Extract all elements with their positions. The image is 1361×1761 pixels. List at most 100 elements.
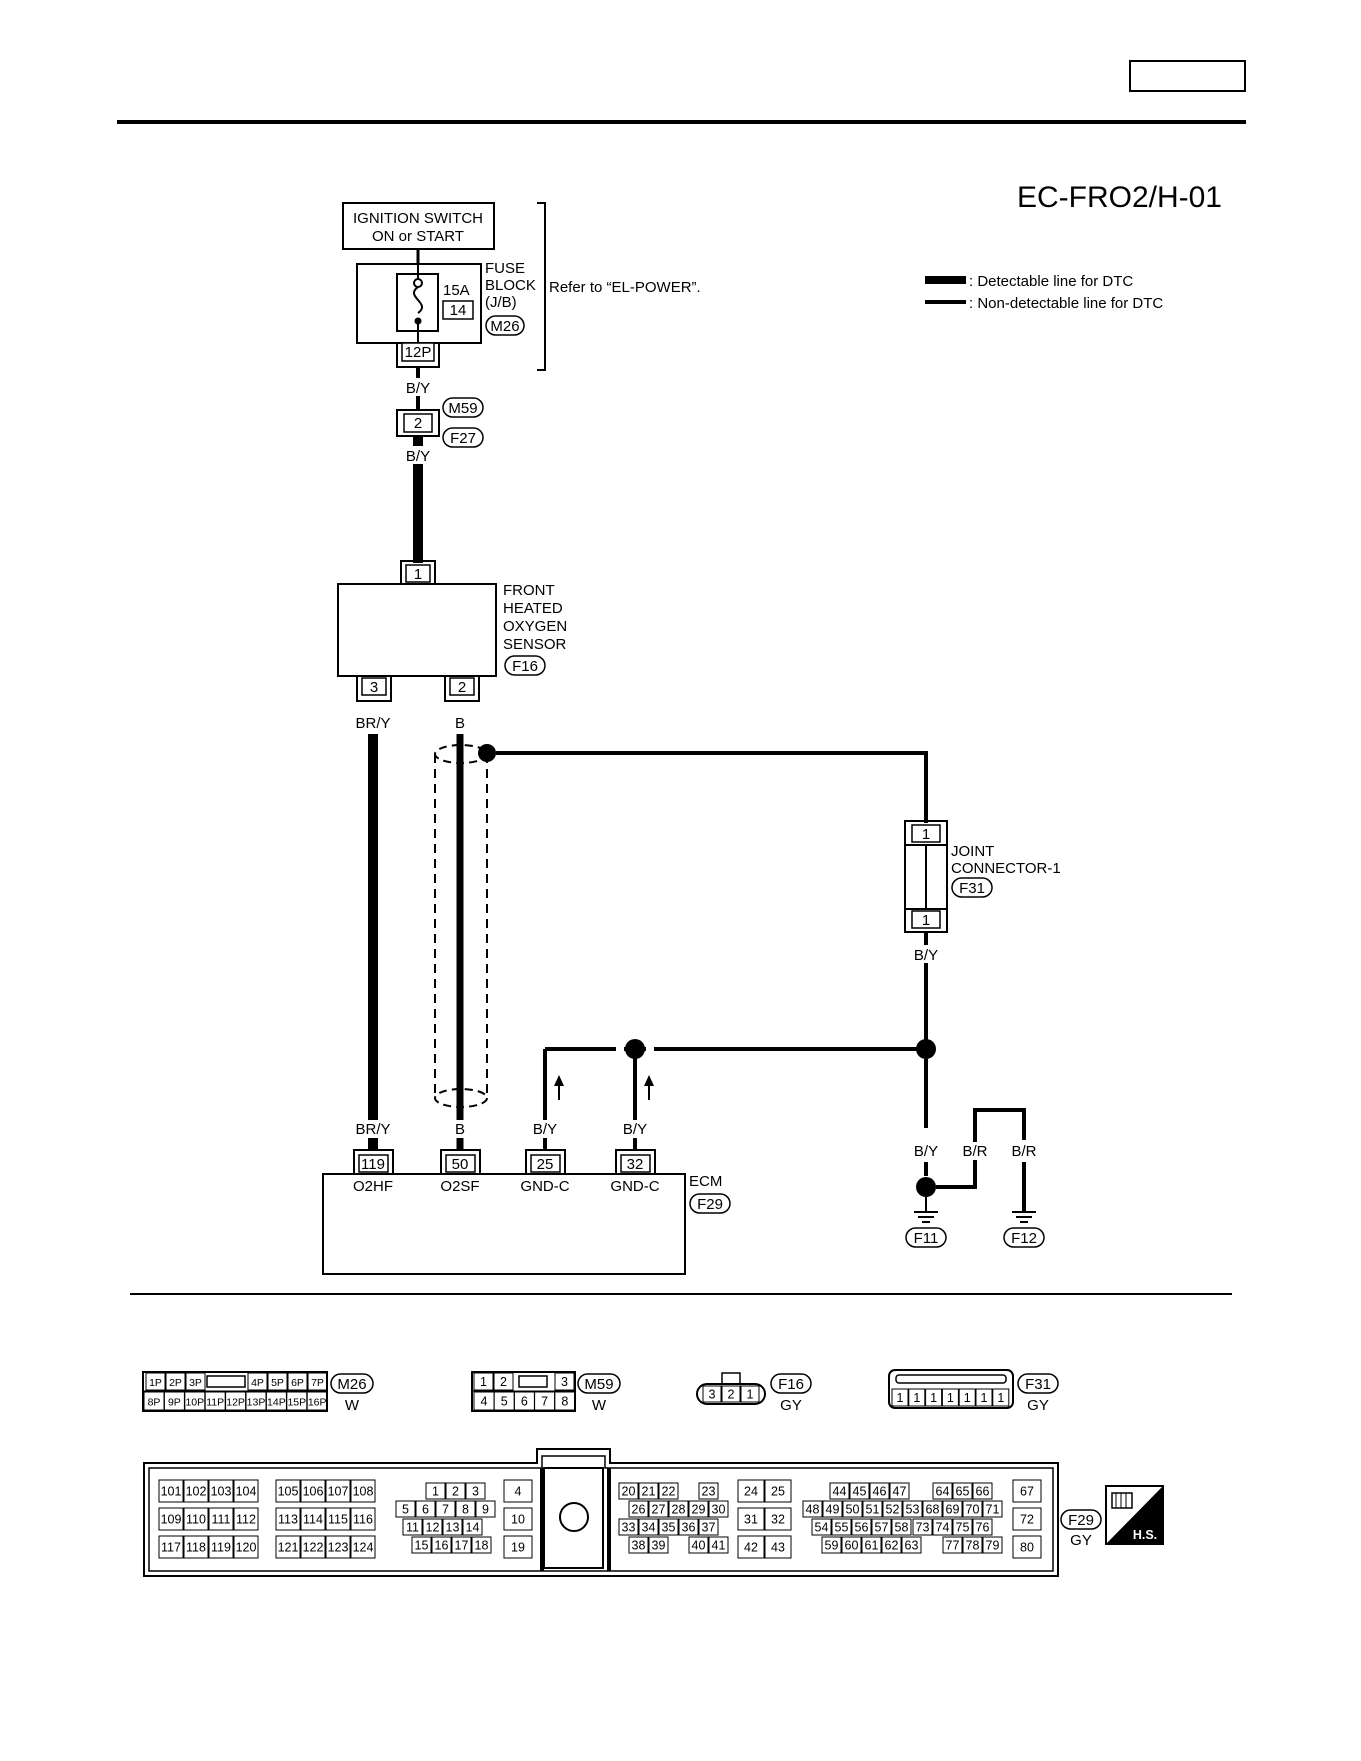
connector-pin-label: 57 — [875, 1521, 889, 1535]
connector-pin-cell — [465, 1482, 486, 1500]
connector-pin-cell — [869, 1482, 890, 1500]
hs-badge-label: H.S. — [1133, 1528, 1157, 1542]
legend-non-detectable-label: : Non-detectable line for DTC — [969, 295, 1163, 312]
connector-pin-cell — [300, 1507, 326, 1531]
connector-pin-cell — [962, 1500, 983, 1518]
connector-pin-cell — [829, 1482, 850, 1500]
connector-pin-label: 4P — [251, 1377, 264, 1389]
ecm-name-gndc-1: GND-C — [520, 1178, 569, 1195]
connector-pin-label: 10P — [185, 1397, 204, 1409]
ground-icon-f12 — [1012, 1211, 1036, 1223]
connector-tag-m26-label: M26 — [490, 318, 519, 335]
connector-pin-label: 1 — [930, 1391, 937, 1405]
wire-label-by-4: B/Y — [533, 1121, 557, 1138]
connector-pin-cell — [841, 1536, 862, 1554]
connector-view-m59-color: W — [592, 1397, 607, 1414]
connector-pin-label: 52 — [886, 1503, 900, 1517]
connector-pin-cell — [267, 1372, 288, 1391]
wire-br-loop — [936, 1108, 1026, 1189]
connector-pin-label: 119 — [211, 1541, 231, 1555]
connector-pin-label: 2P — [169, 1377, 182, 1389]
connector-pin-label: 35 — [662, 1521, 676, 1535]
connector-pin-cell — [638, 1482, 659, 1500]
connector-pin-cell — [350, 1479, 376, 1503]
connector-pin-cell — [708, 1536, 729, 1554]
wire-label-by-3: B/Y — [914, 947, 938, 964]
connector-pin-label: 62 — [885, 1539, 899, 1553]
joint-pin-top-box — [911, 824, 941, 843]
connector-pin-cell — [678, 1518, 699, 1536]
ecm-pin-119-bracket — [353, 1149, 394, 1174]
arrow-up-1-head — [554, 1075, 564, 1086]
connector-pin-cell — [881, 1536, 902, 1554]
connector-pin-cell — [435, 1500, 456, 1518]
connector-pin-cell — [962, 1536, 983, 1554]
connector-pin-label: 101 — [161, 1485, 182, 1499]
sensor-pin3-box — [361, 677, 387, 696]
connector-pin-label: 120 — [236, 1541, 257, 1555]
connector-pin-cell — [668, 1500, 689, 1518]
connector-pin-cell — [851, 1518, 872, 1536]
connector-pin-cell — [300, 1479, 326, 1503]
connector-tag-m59-label: M59 — [448, 400, 477, 417]
connector-pin-cell — [764, 1535, 792, 1559]
connector-pin-cell — [764, 1507, 792, 1531]
connector-pin-label: 109 — [161, 1513, 182, 1527]
connector-pin-cell — [431, 1536, 452, 1554]
connector-pin-label: 20 — [622, 1485, 636, 1499]
wire-label-br-2: B/R — [1011, 1143, 1036, 1160]
connector-pin-label: 30 — [712, 1503, 726, 1517]
connector-pin-label: 2 — [452, 1485, 459, 1499]
connector-pin-label: 118 — [186, 1541, 206, 1555]
connector-tag-f29-view — [1060, 1509, 1102, 1530]
connector-pin-label: 70 — [966, 1503, 980, 1517]
sensor-pin2: 2 — [458, 679, 466, 696]
connector-pin-cell — [891, 1518, 912, 1536]
connector-pin-cell — [702, 1385, 722, 1403]
connector-tag-f29 — [689, 1193, 731, 1214]
connector-pin-cell — [802, 1500, 823, 1518]
connector-tag-m26-view — [330, 1373, 374, 1394]
connector-pin-cell — [658, 1482, 679, 1500]
sensor-pin2-bracket — [444, 676, 480, 702]
connector-pin-label: 1 — [897, 1391, 904, 1405]
connector-pin-label: 14 — [466, 1521, 480, 1535]
connector-pin-cell — [648, 1536, 669, 1554]
connector-view-m26-id: M26 — [337, 1376, 366, 1393]
connector-pin-label: 5 — [501, 1395, 508, 1409]
connector-pin-label: 48 — [806, 1503, 820, 1517]
connector-pin-cell — [972, 1482, 993, 1500]
shield-bottom — [434, 1088, 488, 1108]
connector-pin-label: 77 — [946, 1539, 960, 1553]
connector-pin-label: 49 — [826, 1503, 840, 1517]
connector-pin-cell — [842, 1500, 863, 1518]
connector-pin-label: 104 — [236, 1485, 257, 1499]
connector-tag-f31-label: F31 — [959, 880, 985, 897]
ecm-box — [322, 1173, 686, 1275]
connector-pin-cell — [442, 1518, 463, 1536]
connector-pin-label: 114 — [303, 1513, 323, 1527]
connector-tag-f16-label: F16 — [512, 658, 538, 675]
ecm-name-o2sf: O2SF — [440, 1178, 479, 1195]
connector-view-f16-id: F16 — [778, 1376, 804, 1393]
refer-label: Refer to “EL-POWER”. — [549, 279, 701, 296]
connector-pin-label: 36 — [682, 1521, 696, 1535]
inline-connector-pin: 2 — [414, 415, 422, 432]
connector-pin-cell — [737, 1535, 765, 1559]
ecm-pin-119-box — [358, 1154, 389, 1173]
wire-br-label-bg-1 — [955, 1142, 995, 1160]
connector-pin-cell — [422, 1518, 443, 1536]
connector-pin-cell — [554, 1372, 575, 1391]
ignition-switch-line2: ON or START — [372, 228, 464, 245]
terminal-12p: 12P — [405, 344, 432, 361]
connector-pin-cell — [822, 1500, 843, 1518]
connector-pin-cell — [958, 1388, 976, 1407]
connector-tag-m26 — [485, 315, 525, 336]
connector-pin-cell — [932, 1518, 953, 1536]
connector-pin-cell — [908, 1388, 926, 1407]
connector-pin-cell — [972, 1518, 993, 1536]
connector-tag-f16-view — [770, 1373, 812, 1394]
connector-pin-label: 38 — [632, 1539, 646, 1553]
connector-pin-cell — [698, 1482, 719, 1500]
